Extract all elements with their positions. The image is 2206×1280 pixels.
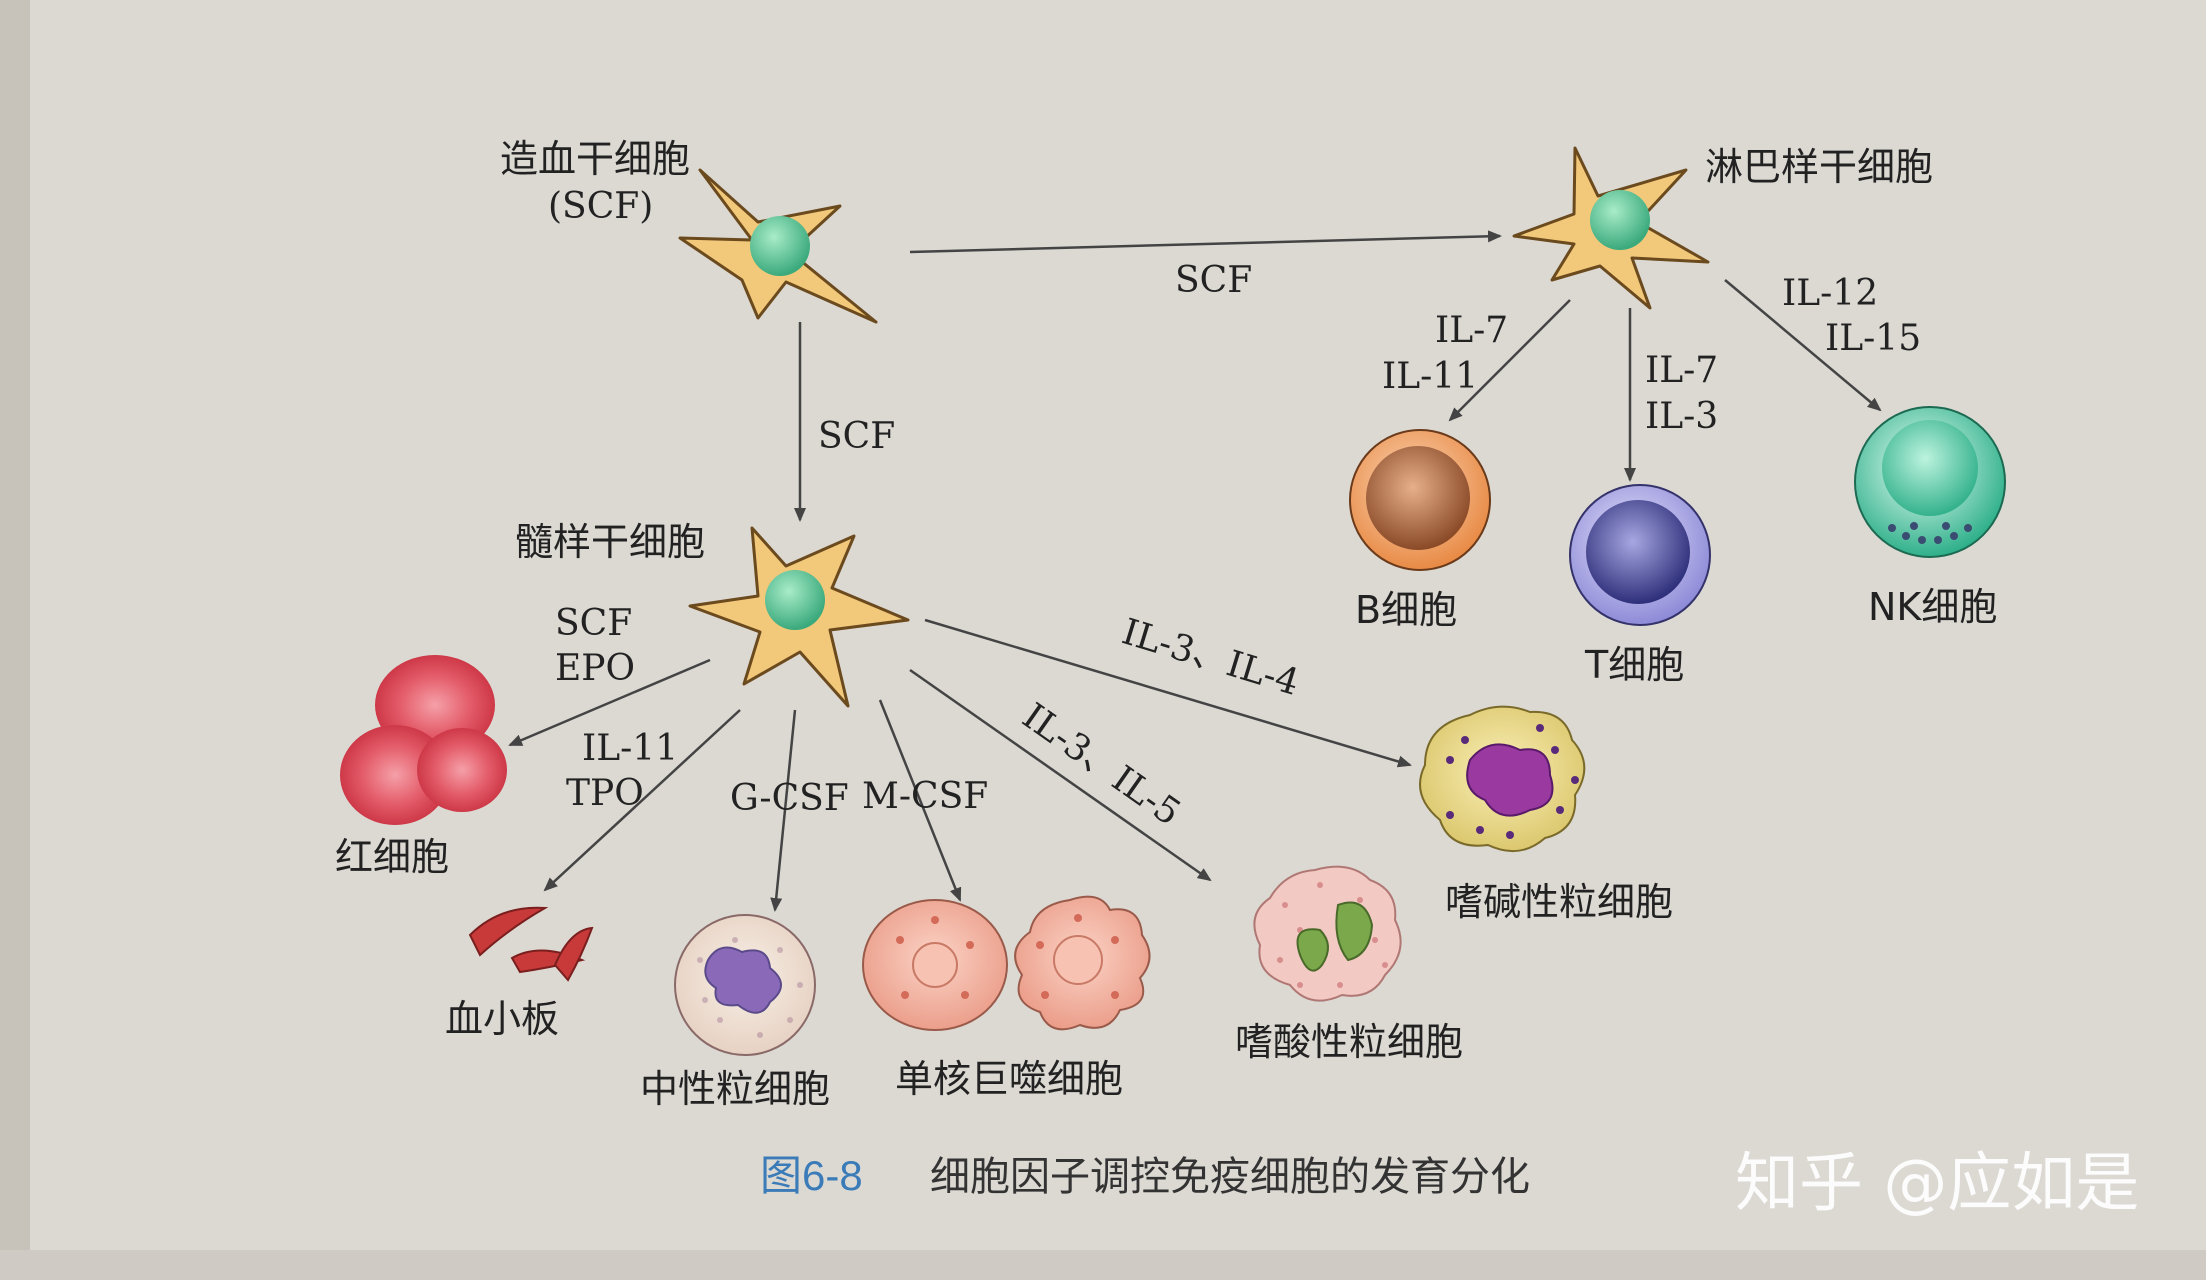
- edge-label-rbc-line1: SCF: [555, 603, 632, 644]
- book-spine-edge: [0, 0, 30, 1280]
- arrow-myeloid-to-monocyte: [878, 699, 962, 902]
- nk-cell-label: NK细胞: [1868, 585, 1997, 629]
- basophil-label: 嗜碱性粒细胞: [1445, 880, 1673, 924]
- arrow-myeloid-to-neutrophil: [770, 709, 797, 912]
- t-cell-icon: [1569, 484, 1711, 626]
- figure-caption: 细胞因子调控免疫细胞的发育分化: [930, 1154, 1530, 1200]
- edge-label-nk-line1: IL-12: [1782, 273, 1878, 314]
- myeloid-stem-label: 髓样干细胞: [515, 520, 705, 564]
- arrow-lymphoid-to-b: [1448, 299, 1571, 422]
- nk-cell-icon: [1854, 406, 2006, 558]
- edge-label-rbc-line2: EPO: [555, 648, 635, 689]
- edge-label-platelet-line1: IL-11: [582, 728, 678, 769]
- page-bottom-edge: [0, 1250, 2206, 1280]
- eosinophil-icon: [1253, 865, 1402, 1002]
- eosinophil-label: 嗜酸性粒细胞: [1235, 1020, 1463, 1064]
- edge-label-hsc-myeloid: SCF: [818, 416, 895, 457]
- edge-label-t-line2: IL-3: [1645, 396, 1718, 437]
- arrow-myeloid-to-eosinophil: [909, 668, 1212, 882]
- neutrophil-icon: [674, 914, 816, 1056]
- arrow-lymphoid-to-nk: [1724, 279, 1882, 412]
- edge-label-b-line2: IL-11: [1382, 356, 1478, 397]
- b-cell-icon: [1349, 429, 1491, 571]
- monocyte-icon: [862, 899, 1008, 1031]
- edge-label-b-line1: IL-7: [1435, 310, 1508, 351]
- b-cell-label: B细胞: [1355, 588, 1457, 632]
- red-blood-cell-icon: [340, 655, 507, 825]
- hematopoietic-stem-cell-icon: [678, 168, 878, 324]
- platelet-icon: [468, 906, 594, 982]
- myeloid-stem-cell-icon: [688, 526, 910, 708]
- edge-label-nk-line2: IL-15: [1825, 318, 1921, 359]
- macrophage-icon: [1014, 895, 1151, 1031]
- arrow-myeloid-to-rbc: [508, 658, 711, 747]
- arrow-myeloid-to-basophil: [924, 618, 1412, 768]
- arrow-myeloid-to-platelet: [543, 709, 741, 892]
- hsc-label: 造血干细胞: [500, 137, 690, 181]
- t-cell-label: T细胞: [1584, 643, 1684, 687]
- monocyte-macrophage-label: 单核巨噬细胞: [895, 1057, 1123, 1101]
- hsc-label-scf: (SCF): [548, 186, 653, 227]
- rbc-label: 红细胞: [335, 835, 449, 879]
- arrows: [508, 230, 1882, 912]
- basophil-icon: [1419, 705, 1586, 853]
- edge-label-neutrophil: G-CSF: [730, 778, 849, 819]
- edge-label-hsc-lymphoid: SCF: [1175, 260, 1252, 301]
- watermark: 知乎 @应如是: [1735, 1147, 2139, 1221]
- neutrophil-label: 中性粒细胞: [640, 1067, 830, 1111]
- arrow-hsc-to-lymphoid: [909, 230, 1502, 254]
- edge-label-monocyte: M-CSF: [862, 776, 988, 817]
- lymphoid-stem-cell-icon: [1512, 146, 1710, 310]
- edge-label-t-line1: IL-7: [1645, 350, 1718, 391]
- figure-number: 图6-8: [760, 1152, 863, 1199]
- edge-label-platelet-line2: TPO: [566, 773, 644, 814]
- lymphoid-stem-label: 淋巴样干细胞: [1705, 145, 1933, 189]
- platelet-label: 血小板: [445, 997, 559, 1041]
